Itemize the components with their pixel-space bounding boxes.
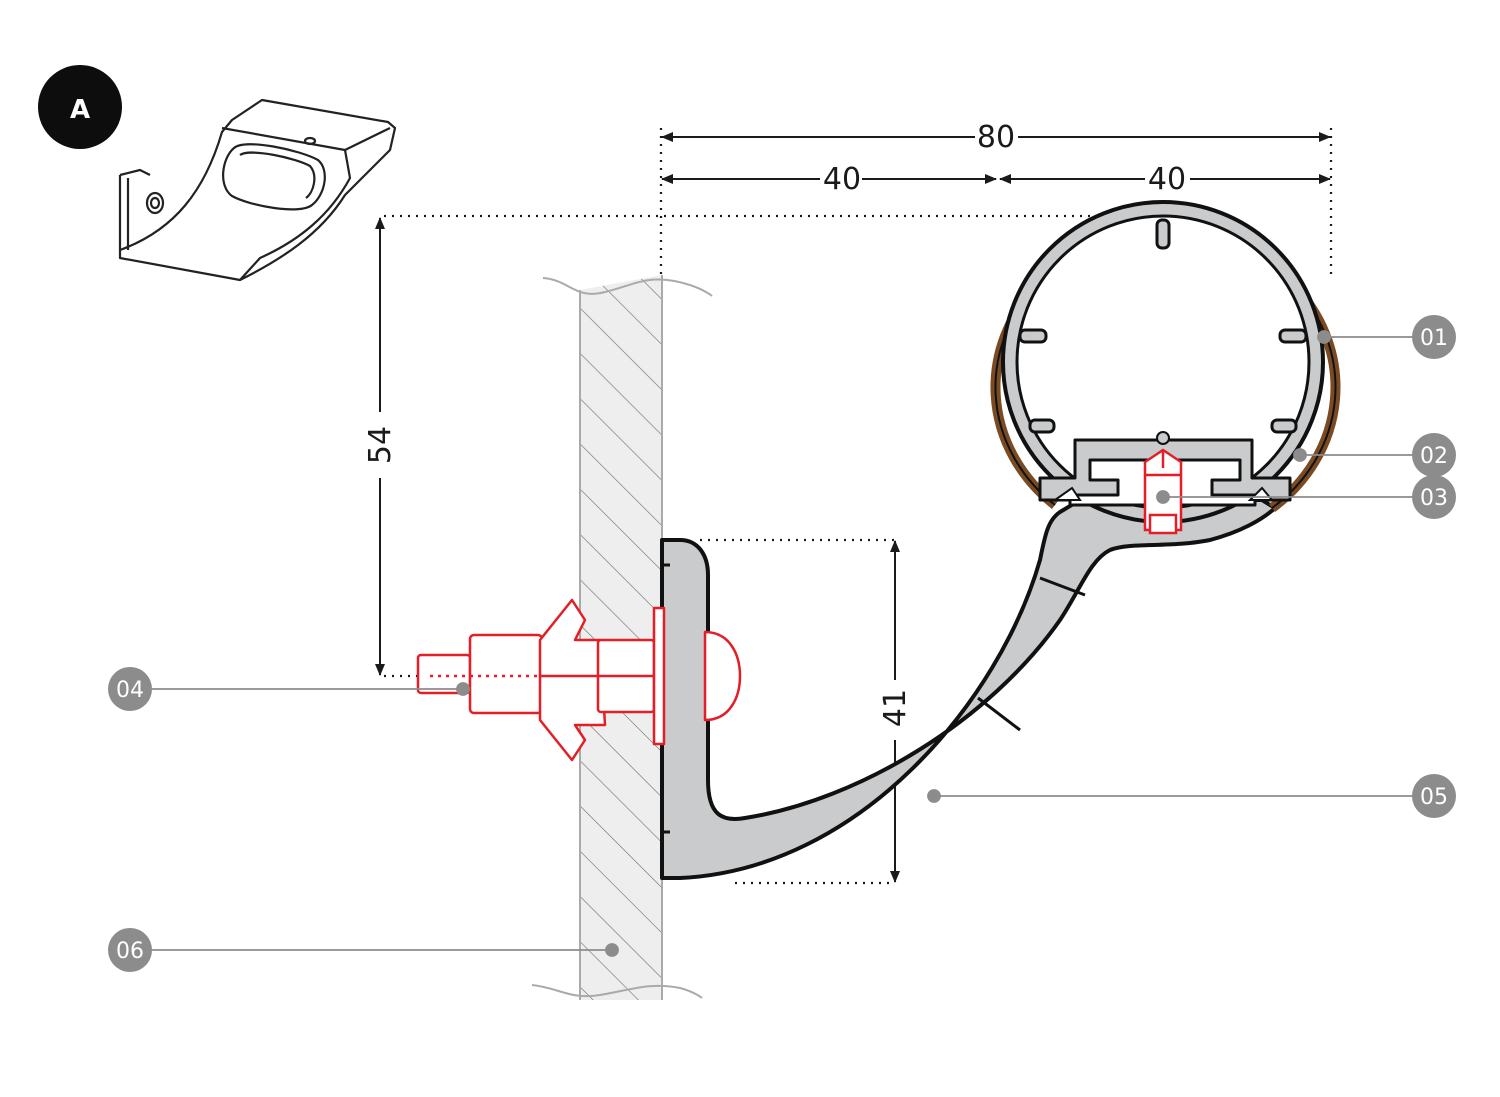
dimension-54-label: 54 bbox=[363, 426, 398, 464]
dimension-80-label: 80 bbox=[977, 120, 1015, 155]
wall-section bbox=[531, 275, 713, 1000]
part-label-01: 01 bbox=[1420, 326, 1448, 351]
part-badge-01: 01 bbox=[1412, 315, 1456, 359]
callout-dot-03 bbox=[1156, 490, 1170, 504]
bracket-isometric-icon bbox=[118, 98, 397, 282]
part-label-03: 03 bbox=[1420, 486, 1448, 511]
figure-badge: A bbox=[38, 65, 122, 149]
dimension-overall-width: 80 bbox=[661, 120, 1331, 155]
dimension-half-right: 40 bbox=[999, 162, 1331, 197]
callout-dot-06 bbox=[605, 943, 619, 957]
callout-dot-05 bbox=[927, 789, 941, 803]
part-label-06: 06 bbox=[116, 939, 144, 964]
part-badge-06: 06 bbox=[108, 928, 152, 972]
dimension-41-label: 41 bbox=[878, 689, 913, 727]
dimension-half-left: 40 bbox=[661, 162, 997, 197]
part-badge-04: 04 bbox=[108, 667, 152, 711]
slot-screw bbox=[1143, 448, 1183, 535]
dimension-40-left-label: 40 bbox=[823, 162, 861, 197]
figure-badge-label: A bbox=[70, 95, 90, 125]
callout-dot-04 bbox=[456, 682, 470, 696]
part-label-05: 05 bbox=[1420, 785, 1448, 810]
dimension-rail-height: 54 bbox=[363, 217, 398, 676]
part-badge-03: 03 bbox=[1412, 475, 1456, 519]
callout-dot-01 bbox=[1317, 330, 1331, 344]
part-badge-05: 05 bbox=[1412, 774, 1456, 818]
dimension-40-right-label: 40 bbox=[1148, 162, 1186, 197]
rail-profile bbox=[1001, 200, 1325, 524]
callout-dot-02 bbox=[1293, 448, 1307, 462]
part-label-04: 04 bbox=[116, 678, 144, 703]
part-label-02: 02 bbox=[1420, 444, 1448, 469]
part-badge-02: 02 bbox=[1412, 433, 1456, 477]
callout-leaders bbox=[152, 330, 1412, 957]
wall-anchor-assembly bbox=[416, 598, 742, 762]
bracket-arm bbox=[660, 498, 1277, 880]
dimension-bracket-height: 41 bbox=[878, 540, 913, 883]
